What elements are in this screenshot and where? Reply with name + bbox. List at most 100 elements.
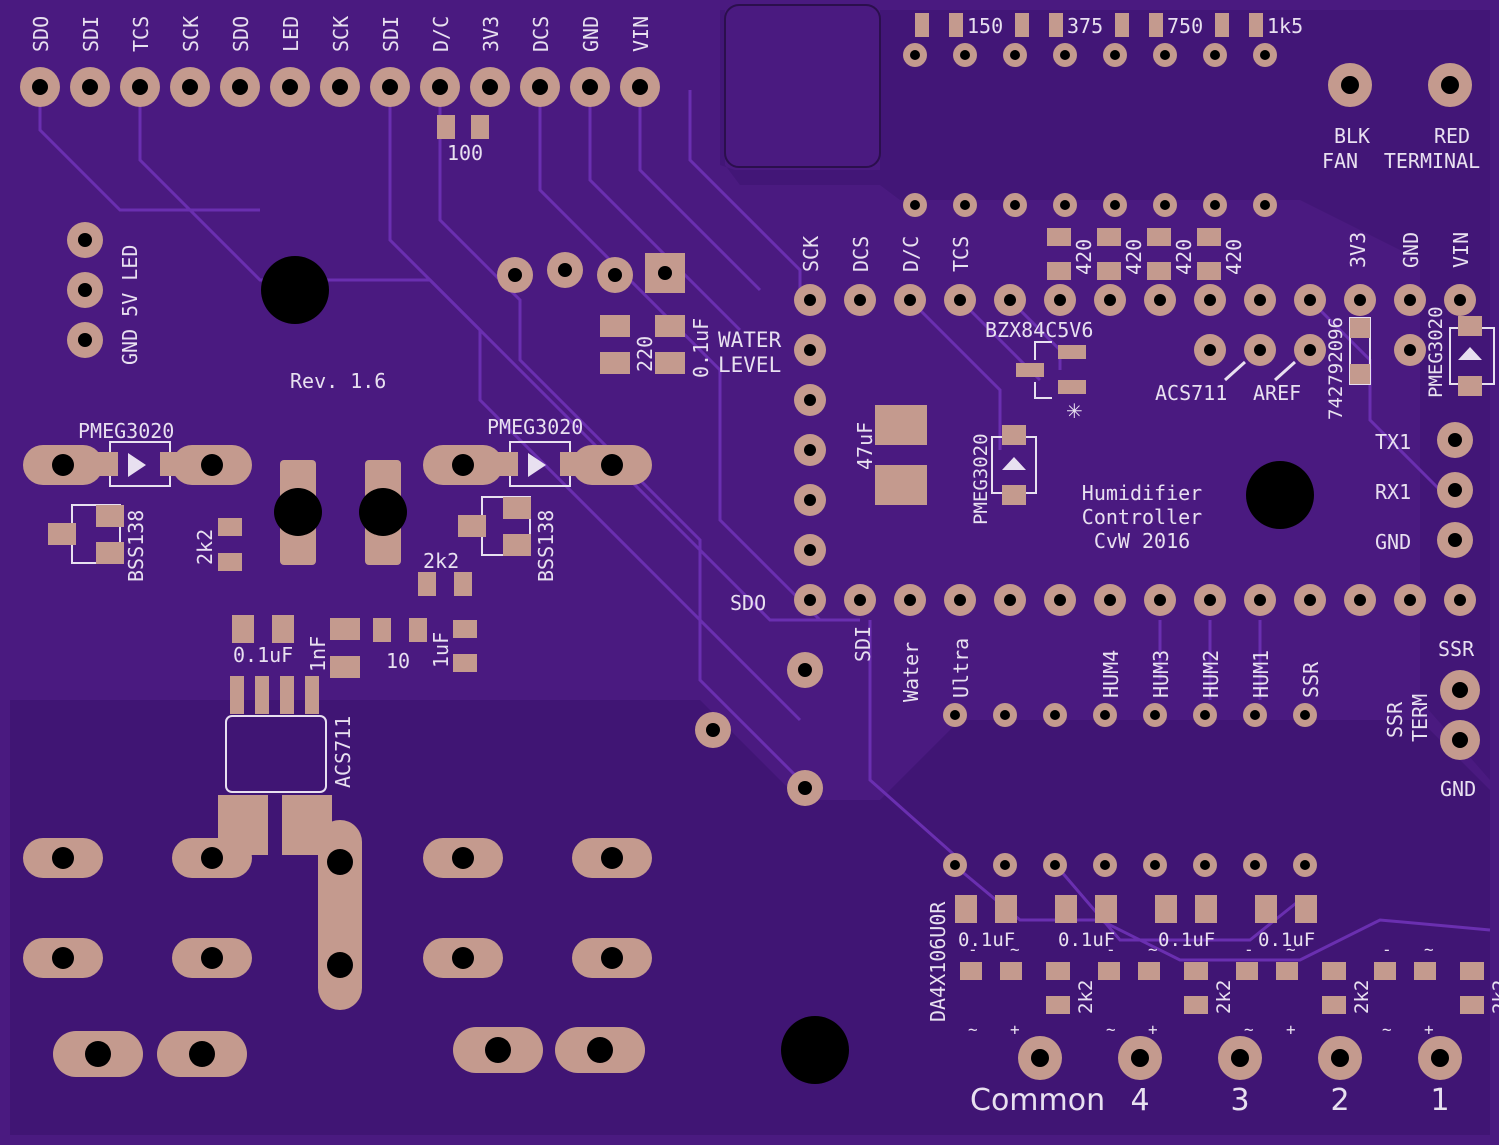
output-pad-3-hole <box>1331 1049 1349 1067</box>
vertical-terminal-pad <box>318 820 362 1010</box>
extra-pad-3-hole <box>798 781 812 795</box>
bridge-diode-pad-a-2 <box>1236 962 1258 980</box>
bridge-cap-pad-a-1 <box>1055 895 1077 923</box>
zener-star: ✳ <box>1066 399 1083 423</box>
mid-row-pin-9-hole <box>1254 294 1266 306</box>
top-header-label-11: GND <box>579 16 603 52</box>
acs-ref-tick-2 <box>1273 360 1297 382</box>
terminal-lg-pad-hole-3 <box>587 1037 613 1063</box>
r220-label: 220 <box>633 336 657 372</box>
bridge-res-label-0: 2k2 <box>1075 980 1097 1014</box>
bridge-cap-pad-b-0 <box>995 895 1017 923</box>
to220-right-hole <box>359 488 407 536</box>
res-row-label-0: 150 <box>967 14 1003 38</box>
bridge-diode-pad-a-0 <box>960 962 982 980</box>
res-row-pin-7-hole <box>1260 50 1270 60</box>
bottom-header-label-3: HUM4 <box>1099 650 1123 698</box>
bridge-res-pad-a-1 <box>1184 962 1208 980</box>
top-header-pin-7-hole <box>382 79 398 95</box>
bridge-row-pin-7-hole <box>1300 860 1310 870</box>
mid-upper-pin-7-hole <box>1260 200 1270 210</box>
terminal-pad-hole-4 <box>52 947 74 969</box>
big-pad-left-2-hole <box>201 454 223 476</box>
res-row-pin-2-hole <box>1010 50 1020 60</box>
fan-blk-label: BLK <box>1334 124 1370 148</box>
bss-left-pad-a <box>48 523 76 545</box>
r220-pad-a <box>600 315 630 337</box>
output-terminals <box>1018 1036 1462 1080</box>
bridge-cap-pad-b-1 <box>1095 895 1117 923</box>
bss-mid-pad-c <box>503 534 531 556</box>
left-col-pin-2-hole <box>804 444 816 456</box>
led-pin-3-hole <box>78 333 92 347</box>
res-row-smd-a-2 <box>1115 13 1129 37</box>
bridge-cap-pad-a-2 <box>1155 895 1177 923</box>
extra-pad-1-hole <box>798 663 812 677</box>
bridge-row-pin-3-hole <box>1100 860 1110 870</box>
bss-left-label: BSS138 <box>124 510 148 582</box>
bottom-row-pin-8-hole <box>1204 594 1216 606</box>
bridge-diode-pad-b-2 <box>1276 962 1298 980</box>
res-row-pin-1-hole <box>960 50 970 60</box>
bridge-diode-pad-a-3 <box>1374 962 1396 980</box>
res-row-label-2: 750 <box>1167 14 1203 38</box>
bridge-cap-pad-b-3 <box>1295 895 1317 923</box>
bss-left-pad-c <box>96 542 124 564</box>
trace-group-d <box>908 298 1442 492</box>
water-pin-3-hole <box>608 268 622 282</box>
title-line-1: Humidifier <box>1082 481 1202 505</box>
lower-row-pin-4-hole <box>1150 710 1160 720</box>
terminal-pad-hole-0 <box>52 847 74 869</box>
bridge-minus-1: - <box>1106 940 1116 959</box>
bridge-label: DA4X106U0R <box>926 901 950 1022</box>
led-pin-1-hole <box>78 233 92 247</box>
bridge-ac-left-2: ~ <box>1244 1020 1254 1039</box>
r420-label-0: 420 <box>1072 239 1096 275</box>
pmeg-right-symbol <box>1458 347 1482 360</box>
c47-label: 47uF <box>853 422 877 470</box>
bridge-cap-label-1: 0.1uF <box>1058 929 1115 951</box>
ssr-gnd-pad-hole <box>1452 732 1468 748</box>
res-row-smd-b-0 <box>949 13 963 37</box>
bottom-row-pin-0-hole <box>804 594 816 606</box>
water-pin-1-hole <box>508 268 522 282</box>
top-header-label-12: VIN <box>629 16 653 52</box>
trace-group-a <box>538 90 822 622</box>
r420-pad-a-0 <box>1047 228 1071 246</box>
bss-mid-label: BSS138 <box>534 510 558 582</box>
mid-row-pin-10-hole <box>1304 294 1316 306</box>
bridge-minus-0: - <box>968 940 978 959</box>
vertical-terminal-hole-1 <box>327 849 353 875</box>
title-line-3: CvW 2016 <box>1094 529 1190 553</box>
serial-gnd-label: GND <box>1375 530 1411 554</box>
lower-row-pin-3-hole <box>1100 710 1110 720</box>
res-row-smd-a-1 <box>1015 13 1029 37</box>
r2k2-left-pad-a <box>218 518 242 536</box>
bottom-row-pin-7-hole <box>1154 594 1166 606</box>
bridge-ac-right-0: ~ <box>1010 940 1020 959</box>
r10-label: 10 <box>386 649 410 673</box>
ground-pour-bottom <box>10 700 1490 1135</box>
c01-pad-a <box>655 315 685 337</box>
bottom-header-label-7: SSR <box>1299 661 1323 698</box>
bottom-header-label-6: HUM1 <box>1249 650 1273 698</box>
bridge-res-pad-a-3 <box>1460 962 1484 980</box>
r100-pad-a <box>437 115 455 139</box>
terminal-pad-hole-2 <box>452 847 474 869</box>
c01-acs-pad-b <box>272 615 294 643</box>
r10-pad-b <box>409 618 427 642</box>
bridge-row-pin-1-hole <box>1000 860 1010 870</box>
mid-row-pin-1-hole <box>854 294 866 306</box>
zener-pad-c <box>1058 380 1086 394</box>
bridge-ac-left-3: ~ <box>1382 1020 1392 1039</box>
bottom-row-pin-1-hole <box>854 594 866 606</box>
pmeg-mid-label: PMEG3020 <box>487 415 583 439</box>
bottom-header-label-1: Water <box>899 642 923 702</box>
top-header-label-9: 3V3 <box>479 16 503 52</box>
c47-pad-a <box>875 405 927 445</box>
fan-red-label: RED <box>1434 124 1470 148</box>
